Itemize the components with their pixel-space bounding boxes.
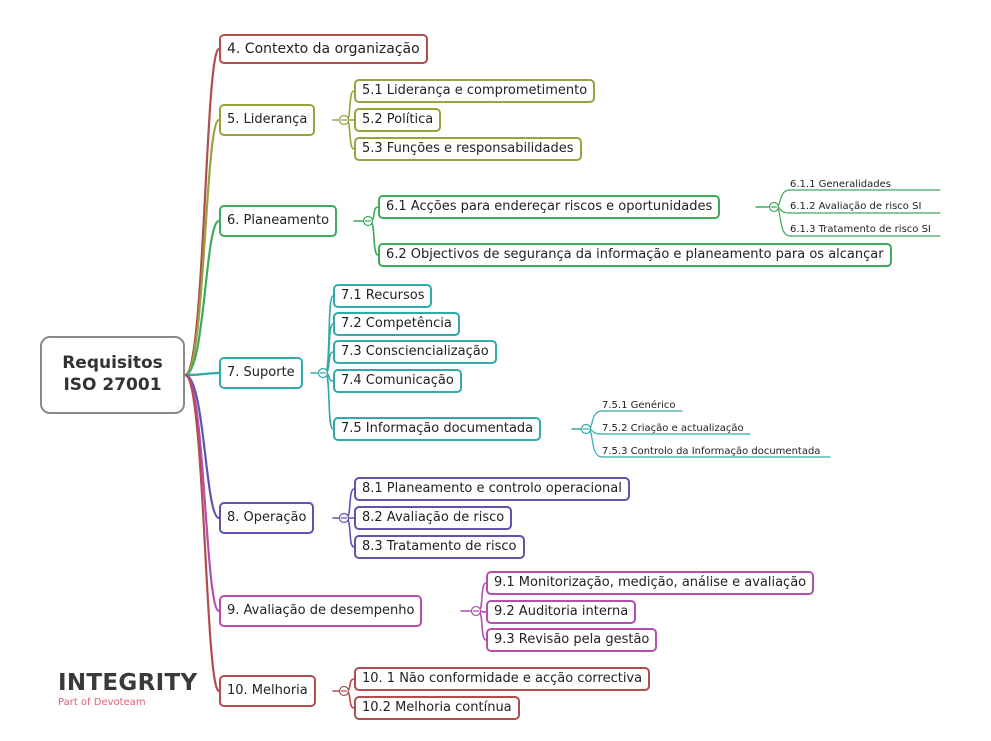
section-6-child-2[interactable]: 6.2 Objectivos de segurança da informaçã… — [378, 243, 892, 267]
connector-line — [345, 517, 355, 548]
root-node[interactable]: Requisitos ISO 27001 — [40, 336, 185, 414]
section-4-node[interactable]: 4. Contexto da organização — [219, 34, 428, 64]
connector-line — [345, 119, 355, 150]
section-7-child-1[interactable]: 7.1 Recursos — [333, 284, 433, 308]
section-7-child-3[interactable]: 7.3 Consciencialização — [333, 340, 497, 364]
section-10-child-1[interactable]: 10. 1 Não conformidade e acção correctiv… — [354, 667, 651, 691]
section-7-leaf-2[interactable]: 7.5.2 Criação e actualização — [602, 423, 744, 434]
integrity-logo: INTEGRITY Part of Devoteam — [58, 670, 197, 710]
root-title-line2: ISO 27001 — [63, 375, 162, 395]
connector-line — [477, 582, 487, 612]
section-10-child-2[interactable]: 10.2 Melhoria contínua — [354, 696, 520, 720]
section-7-node[interactable]: 7. Suporte — [219, 357, 303, 389]
section-9-node[interactable]: 9. Avaliação de desempenho — [219, 595, 423, 627]
section-6-child-1[interactable]: 6.1 Acções para endereçar riscos e oport… — [378, 195, 721, 219]
connector-line — [183, 371, 221, 377]
root-title-line1: Requisitos — [62, 353, 163, 373]
section-5-node[interactable]: 5. Liderança — [219, 104, 316, 136]
connector-line — [345, 90, 355, 121]
section-8-child-3[interactable]: 8.3 Tratamento de risco — [354, 535, 525, 559]
section-6-leaf-1[interactable]: 6.1.1 Generalidades — [790, 179, 891, 190]
section-8-child-1[interactable]: 8.1 Planeamento e controlo operacional — [354, 477, 630, 501]
section-10-node[interactable]: 10. Melhoria — [219, 675, 316, 707]
section-6-node[interactable]: 6. Planeamento — [219, 205, 338, 237]
section-9-child-3[interactable]: 9.3 Revisão pela gestão — [486, 628, 658, 652]
section-9-child-1[interactable]: 9.1 Monitorização, medição, análise e av… — [486, 571, 815, 595]
section-7-leaf-3[interactable]: 7.5.3 Controlo da Informação documentada — [602, 446, 821, 457]
connector-line — [183, 373, 221, 520]
section-9-child-2[interactable]: 9.2 Auditoria interna — [486, 600, 637, 624]
section-5-child-2[interactable]: 5.2 Política — [354, 108, 442, 132]
connector-line — [369, 220, 379, 256]
section-7-child-2[interactable]: 7.2 Competência — [333, 312, 460, 336]
section-8-child-2[interactable]: 8.2 Avaliação de risco — [354, 506, 513, 530]
connector-line — [345, 488, 355, 519]
logo-name: INTEGRITY — [58, 670, 198, 696]
connector-line — [183, 219, 221, 377]
section-7-leaf-1[interactable]: 7.5.1 Genérico — [602, 400, 676, 411]
section-7-child-5[interactable]: 7.5 Informação documentada — [333, 417, 542, 441]
connector-line — [183, 47, 221, 377]
section-5-child-3[interactable]: 5.3 Funções e responsabilidades — [354, 137, 582, 161]
connector-line — [183, 118, 221, 377]
section-5-child-1[interactable]: 5.1 Liderança e comprometimento — [354, 79, 596, 103]
section-7-child-4[interactable]: 7.4 Comunicação — [333, 369, 462, 393]
section-6-leaf-2[interactable]: 6.1.2 Avaliação de risco SI — [790, 201, 922, 212]
section-8-node[interactable]: 8. Operação — [219, 502, 315, 534]
connector-line — [477, 610, 487, 641]
logo-tagline: Part of Devoteam — [58, 697, 146, 708]
section-6-leaf-3[interactable]: 6.1.3 Tratamento de risco SI — [790, 224, 931, 235]
connector-line — [183, 373, 221, 693]
